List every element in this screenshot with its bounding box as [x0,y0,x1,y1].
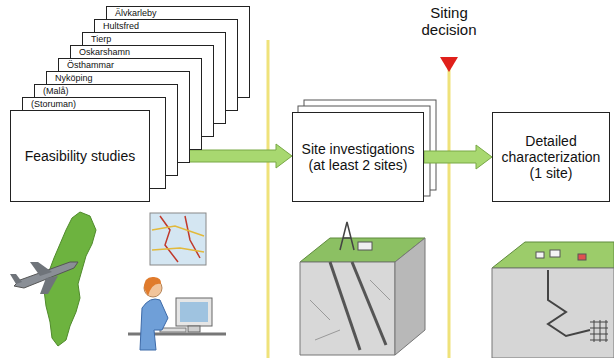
box-text: Nyköping [47,72,189,84]
airplane-wing [40,276,58,294]
map-thumbnail [150,213,206,265]
box-text: Detailed characterization (1 site) [499,133,603,181]
box-text: Tierp [83,33,225,45]
site-building [578,254,586,260]
monitor-stand [188,326,200,332]
box-text: (Malå) [35,85,177,97]
process-box: Site investigations (at least 2 sites) [292,112,424,202]
access-tunnel [548,270,590,336]
monitor [176,298,212,326]
box-text: Oskarshamn [71,46,213,58]
rock-fracture [310,280,390,340]
box-text: Hultsfred [95,20,237,32]
box-text: (Storuman) [23,98,165,110]
milestone-label: Siting decision [407,4,491,38]
site-building [550,250,560,257]
rock-block [492,268,614,358]
box-text: Östhammar [59,59,201,71]
borehole [330,262,360,350]
site-hut [358,242,372,250]
rock-block [300,262,395,355]
keyboard [160,328,186,332]
repository-grid [590,320,608,342]
ground-surface [492,242,614,268]
map-roads [160,216,200,262]
site-building [536,252,544,258]
drill-rig [340,222,354,250]
box-text: Feasibility studies [25,148,136,164]
stage-divider [267,40,270,358]
box-text: Älvkarleby [107,7,249,19]
borehole [352,262,386,345]
airplane-wing [30,262,52,276]
process-box: Feasibility studies [10,110,150,202]
rock-block-side [395,238,425,355]
person-hair [144,277,161,296]
stage-divider [448,62,451,358]
process-box: Detailed characterization (1 site) [492,112,610,202]
airplane-tail [10,274,22,284]
person-body [140,299,168,350]
monitor-screen [180,302,208,322]
map-roads [152,226,204,252]
decision-marker [440,57,458,72]
flow-arrow [424,145,492,169]
box-text: Site investigations (at least 2 sites) [299,141,417,173]
